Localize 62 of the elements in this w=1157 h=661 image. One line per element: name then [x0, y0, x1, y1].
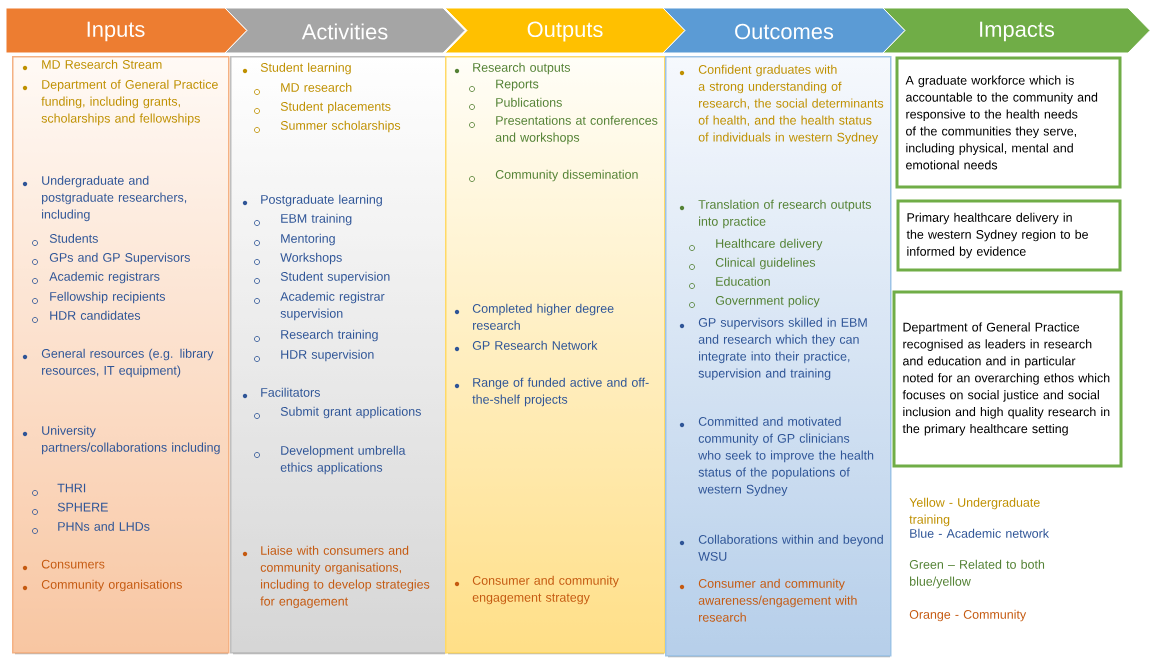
bullet-item: Submit grant applications	[254, 406, 421, 419]
bullet-item: Workshops	[254, 252, 342, 265]
bullet-item: Fellowship recipients	[32, 291, 165, 304]
bullet-item: EBM training	[254, 213, 352, 226]
bullet-item: Range of funded active and off-the-shelf projects	[454, 377, 649, 407]
bullet-item: Academic registrar supervision	[254, 291, 385, 321]
bullet-item: Collaborations within and beyond WSU	[679, 534, 883, 561]
bullet-item: Consumers	[22, 559, 105, 571]
bullet-item: Government policy	[689, 295, 820, 308]
bullet-item: Student placements	[254, 101, 391, 114]
bullet-item: General resources (e.g. library resources, IT equipment)	[22, 348, 214, 378]
bullet-item: HDR candidates	[32, 310, 141, 323]
bullet-item: Summer scholarships	[254, 120, 401, 133]
impact-box: A graduate workforce which is accountable to the community and responsive to the health needs of the communities they serve, including physical, mental and emotional needs	[895, 56, 1122, 189]
bullet-item: Postgraduate learning	[242, 194, 382, 207]
bullet-item: Translation of research outputs into practice	[679, 199, 871, 229]
bullet-item: Facilitators	[242, 387, 320, 399]
chevron-header: Inputs	[5, 7, 248, 54]
bullet-item: PHNs and LHDs	[32, 521, 150, 534]
bullet-item: Students	[32, 233, 98, 246]
bullet-item: Community dissemination	[469, 169, 638, 182]
bullet-item: Research outputs	[454, 62, 571, 75]
bullet-item: Committed and motivated community of GP clinicians who seek to improve the health status of the populations of western Sydney	[679, 416, 874, 497]
bullet-item: MD Research Stream	[22, 59, 162, 71]
bullet-item: Reports	[469, 79, 539, 92]
bullet-item: University partners/collaborations including	[22, 425, 220, 455]
bullet-item: Academic registrars	[32, 271, 160, 284]
bullet-item: Education	[689, 276, 770, 289]
legend-entry: Green – Related to both blue/yellow	[909, 559, 1045, 589]
bullet-item: Liaise with consumers and community organisations, including to develop strategies for engagement	[242, 545, 430, 609]
chevron-header: Outcomes	[662, 7, 906, 54]
bullet-item: Undergraduate and postgraduate researchers, including	[22, 175, 187, 222]
bullet-item: GP Research Network	[454, 340, 598, 352]
bullet-item: Healthcare delivery	[689, 238, 823, 251]
bullet-item: Consumer and community engagement strategy	[454, 575, 619, 605]
bullet-item: Consumer and community awareness/engagement with research	[679, 578, 857, 622]
bullet-item: Publications	[469, 97, 562, 110]
legend-entry: Orange - Community	[909, 609, 1027, 622]
bullet-item: Confident graduates with a strong understanding of research, the social determinants of health, and the health status of individuals in western Sydney	[679, 64, 884, 145]
bullet-item: Research training	[254, 329, 378, 342]
bullet-item: Student learning	[242, 62, 351, 75]
bullet-item: Development umbrella ethics applications	[254, 445, 406, 475]
bullet-item: SPHERE	[32, 502, 108, 515]
bullet-item: Student supervision	[254, 271, 390, 284]
bullet-item: Community organisations	[22, 579, 182, 592]
chevron-header: Outputs	[444, 7, 686, 54]
bullet-item: Presentations at conferences and workshops	[469, 115, 658, 145]
chevron-header: Impacts	[882, 7, 1151, 54]
bullet-item: THRI	[32, 483, 86, 496]
legend-entry: Yellow - Undergraduate training	[909, 497, 1040, 527]
bullet-item: MD research	[254, 82, 352, 95]
bullet-item: Mentoring	[254, 233, 335, 246]
bullet-item: GP supervisors skilled in EBM and research which they can integrate into their practice, supervision and training	[679, 317, 867, 381]
legend-entry: Blue - Academic network	[910, 528, 1049, 538]
bullet-item: Completed higher degree research	[454, 303, 614, 330]
chevron-header: Activities	[224, 7, 466, 54]
bullet-item: GPs and GP Supervisors	[32, 252, 190, 265]
impact-box: Primary healthcare delivery in the western Sydney region to be informed by evidence	[896, 199, 1122, 272]
bullet-item: Clinical guidelines	[689, 257, 816, 270]
bullet-item: HDR supervision	[254, 349, 374, 362]
impact-box: Department of General Practice recognised as leaders in research and education and in particular noted for an overarching ethos which focuses on social justice and social inclusion and high quality research in the primary healthcare setting	[892, 290, 1123, 468]
bullet-item: Department of General Practice funding, including grants, scholarships and fellowships	[22, 79, 218, 126]
